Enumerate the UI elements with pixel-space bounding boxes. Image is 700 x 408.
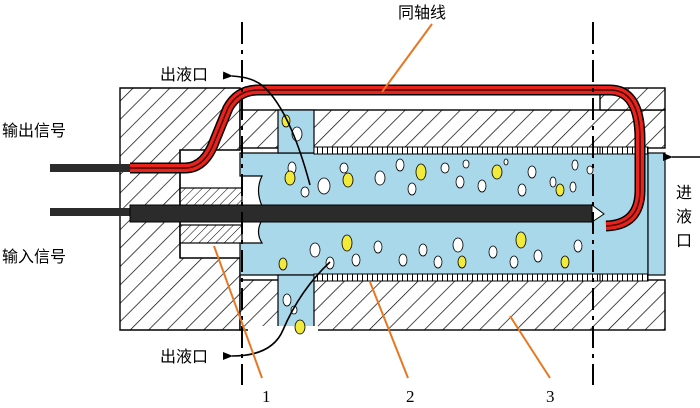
part-2-label: 2 (406, 387, 415, 406)
flow-arrows (222, 71, 700, 361)
outlet-top-label: 出液口 (160, 65, 208, 84)
outlet-bottom-label: 出液口 (160, 347, 208, 366)
inlet-region (647, 152, 666, 276)
section-lines (241, 22, 594, 385)
leader-lines (213, 23, 551, 379)
part-3-label: 3 (546, 387, 555, 406)
arrow-left-icon (222, 261, 331, 361)
input-signal-label: 输入信号 (2, 247, 66, 266)
coaxial-cable (130, 84, 646, 232)
input-signal-cable (50, 204, 605, 223)
part-1-label: 1 (262, 387, 271, 406)
bubbles (278, 114, 594, 335)
inlet-label-char-1: 进 (676, 183, 692, 202)
output-signal-label: 输出信号 (2, 121, 66, 140)
mesh-electrode-part-2 (313, 146, 649, 282)
arrow-left-icon (222, 71, 311, 186)
end-plug-part-1 (179, 150, 243, 258)
output-signal-cable (50, 164, 130, 172)
labels: 同轴线 出液口 出液口 输出信号 输入信号 进 液 口 1 2 3 (2, 3, 692, 406)
inlet-label-char-3: 口 (676, 231, 692, 250)
inlet-label-char-2: 液 (676, 207, 692, 226)
coax-label: 同轴线 (398, 3, 446, 22)
